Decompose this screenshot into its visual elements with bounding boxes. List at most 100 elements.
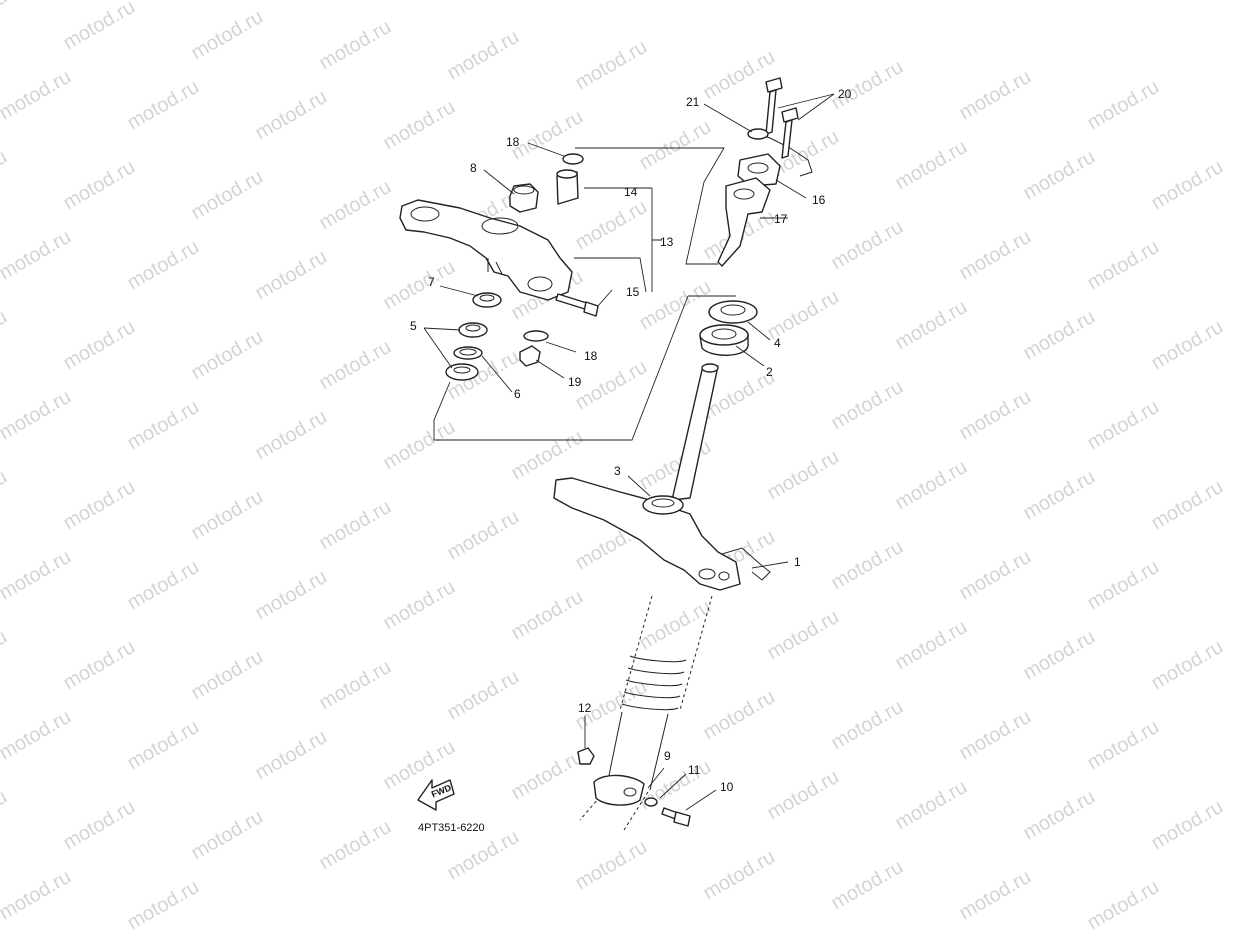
- washer-11: [644, 797, 658, 807]
- callout-5: 5: [410, 319, 417, 333]
- watermark-text: motod.ru: [60, 316, 139, 375]
- watermark-text: motod.ru: [0, 626, 11, 685]
- watermark-text: motod.ru: [828, 56, 907, 115]
- watermark-text: motod.ru: [636, 596, 715, 655]
- group-bracket-13: [574, 187, 662, 293]
- watermark-text: motod.ru: [764, 606, 843, 665]
- watermark-text: motod.ru: [956, 706, 1035, 765]
- watermark-text: motod.ru: [60, 156, 139, 215]
- watermark-text: motod.ru: [572, 356, 651, 415]
- watermark-text: motod.ru: [252, 246, 331, 305]
- watermark-text: motod.ru: [892, 616, 971, 675]
- callout-18-lower: 18: [584, 349, 598, 363]
- watermark-text: motod.ru: [60, 796, 139, 855]
- watermark-text: motod.ru: [1084, 876, 1163, 935]
- watermark-text: motod.ru: [60, 636, 139, 695]
- watermark-text: motod.ru: [0, 866, 75, 925]
- collar: [556, 169, 579, 205]
- watermark-text: motod.ru: [0, 306, 11, 365]
- watermark-text: motod.ru: [380, 256, 459, 315]
- callout-13: 13: [660, 235, 674, 249]
- callout-3: 3: [614, 464, 621, 478]
- watermark-text: motod.ru: [316, 16, 395, 75]
- watermark-text: motod.ru: [0, 546, 75, 605]
- watermark-text: motod.ru: [124, 716, 203, 775]
- group-frame-stem: [433, 295, 736, 441]
- watermark-text: motod.ru: [700, 686, 779, 745]
- watermark-text: motod.ru: [700, 46, 779, 105]
- watermark-text: motod.ru: [1084, 396, 1163, 455]
- watermark-text: motod.ru: [188, 326, 267, 385]
- holder-bolt-1: [765, 77, 783, 135]
- group-frame-13: [575, 147, 725, 265]
- watermark-text: motod.ru: [124, 556, 203, 615]
- watermark-text: motod.ru: [1020, 626, 1099, 685]
- callout-8: 8: [470, 161, 477, 175]
- watermark-text: motod.ru: [0, 466, 11, 525]
- watermark-text: motod.ru: [316, 656, 395, 715]
- watermark-text: motod.ru: [316, 176, 395, 235]
- upper-bearing-2: [699, 324, 749, 356]
- holder-bolt-2: [781, 107, 799, 159]
- callout-12: 12: [578, 701, 592, 715]
- steering-stem: [671, 363, 719, 501]
- watermark-text: motod.ru: [828, 536, 907, 595]
- watermark-text: motod.ru: [444, 26, 523, 85]
- callout-2: 2: [766, 365, 773, 379]
- watermark-text: motod.ru: [188, 486, 267, 545]
- watermark-text: motod.ru: [636, 116, 715, 175]
- watermark-text: motod.ru: [188, 166, 267, 225]
- nut-12: [577, 747, 595, 765]
- watermark-text: motod.ru: [764, 446, 843, 505]
- under-bracket: [553, 477, 741, 591]
- watermark-text: motod.ru: [316, 496, 395, 555]
- callout-10: 10: [720, 780, 734, 794]
- handlebar-holder-upper: [737, 153, 781, 187]
- watermark-text: motod.ru: [1148, 796, 1227, 855]
- watermark-text: motod.ru: [1148, 316, 1227, 375]
- watermark-text: motod.ru: [572, 196, 651, 255]
- watermark-text: motod.ru: [444, 666, 523, 725]
- watermark-text: motod.ru: [892, 456, 971, 515]
- watermark-text: motod.ru: [828, 856, 907, 915]
- callout-9: 9: [664, 749, 671, 763]
- watermark-text: motod.ru: [316, 336, 395, 395]
- callout-1: 1: [794, 555, 801, 569]
- watermark-text: motod.ru: [636, 276, 715, 335]
- watermark-text: motod.ru: [124, 876, 203, 935]
- watermark-text: motod.ru: [956, 866, 1035, 925]
- watermark-text: motod.ru: [508, 746, 587, 805]
- callout-7: 7: [428, 275, 435, 289]
- callout-6: 6: [514, 387, 521, 401]
- callout-20: 20: [838, 87, 852, 101]
- watermark-text: motod.ru: [828, 216, 907, 275]
- watermark-text: motod.ru: [0, 66, 75, 125]
- fwd-arrow-icon: FWD: [417, 779, 455, 811]
- watermark-text: motod.ru: [1020, 786, 1099, 845]
- watermark-text: motod.ru: [60, 0, 139, 54]
- upper-bracket: [399, 199, 573, 301]
- watermark-text: motod.ru: [252, 406, 331, 465]
- watermark-text: motod.ru: [956, 546, 1035, 605]
- watermark-text: motod.ru: [0, 786, 11, 845]
- watermark-text: motod.ru: [252, 726, 331, 785]
- watermark-text: motod.ru: [0, 386, 75, 445]
- watermark-text: motod.ru: [0, 146, 11, 205]
- watermark-text: motod.ru: [0, 706, 75, 765]
- watermark-text: motod.ru: [956, 226, 1035, 285]
- watermark-text: motod.ru: [892, 136, 971, 195]
- ring-nut-5-lower: [445, 363, 479, 381]
- ring-nut-5-upper: [458, 322, 488, 338]
- watermark-text: motod.ru: [252, 86, 331, 145]
- watermark-text: motod.ru: [380, 416, 459, 475]
- callout-18-upper: 18: [506, 135, 520, 149]
- handlebar-holder-lower: [717, 177, 771, 267]
- lock-washer-6: [453, 346, 483, 360]
- watermark-text: motod.ru: [956, 66, 1035, 125]
- steering-stem-nut: [509, 183, 539, 213]
- callout-14: 14: [624, 185, 638, 199]
- callout-11: 11: [688, 763, 701, 777]
- watermark-text: motod.ru: [700, 846, 779, 905]
